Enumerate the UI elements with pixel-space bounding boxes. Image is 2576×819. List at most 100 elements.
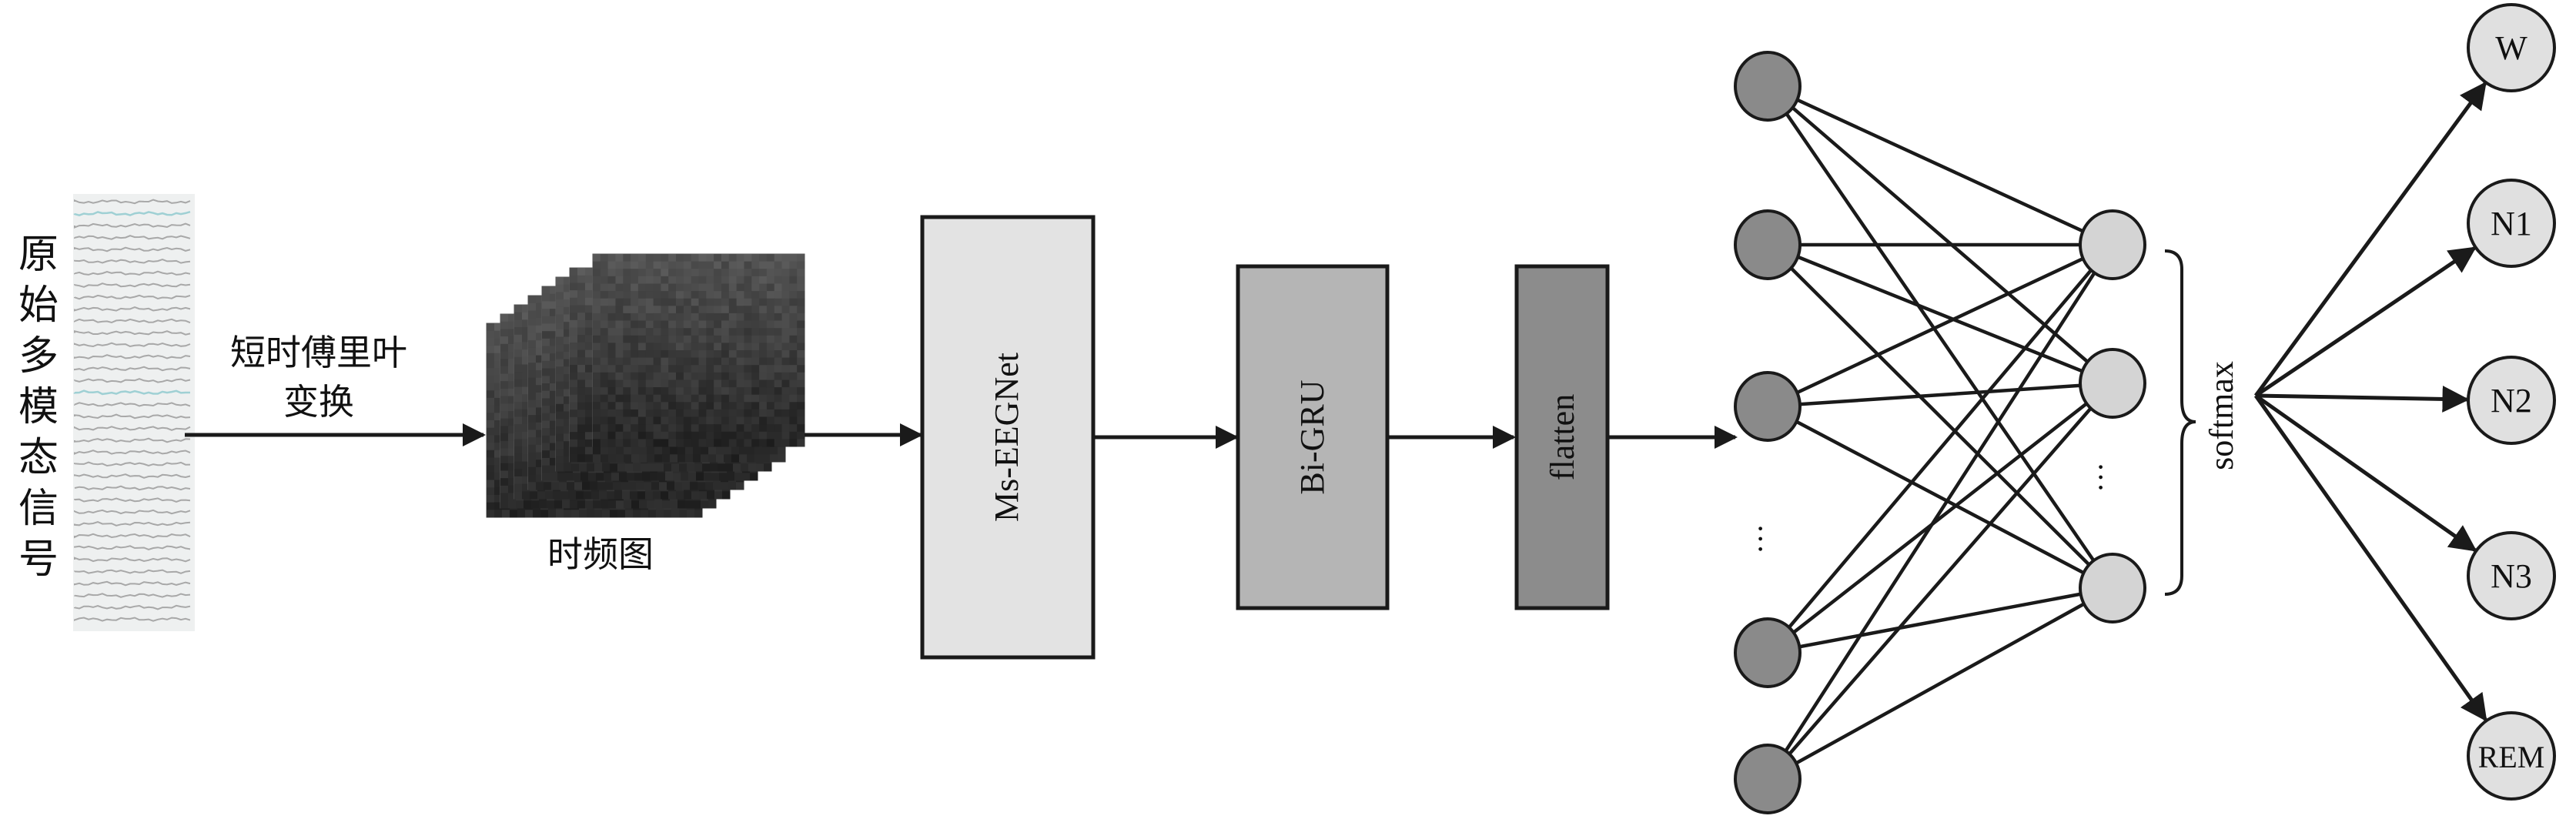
network-edge (1767, 84, 2113, 247)
signal-trace (74, 378, 191, 383)
hidden-layer-ellipsis: ··· (2083, 462, 2118, 493)
signal-trace (73, 389, 190, 396)
signal-trace (73, 210, 191, 217)
bigru-block (1236, 264, 1390, 610)
raw-signal-strip (73, 194, 195, 631)
hidden-neuron (2079, 209, 2146, 280)
network-edge (1767, 586, 2113, 655)
signal-trace (74, 557, 191, 563)
signal-trace (74, 545, 191, 550)
signal-trace (74, 402, 191, 407)
raw-signal-label: 原 始 多 模 态 信 号 (18, 232, 59, 583)
hidden-neuron (2079, 348, 2146, 419)
input-neuron (1734, 617, 1802, 688)
spectrogram-stack (486, 253, 805, 518)
stft-label-line1: 短时傅里叶 (230, 332, 407, 373)
signal-trace (74, 461, 191, 467)
network-edges (1766, 84, 2114, 781)
signal-trace (74, 282, 191, 288)
signal-trace (74, 306, 191, 312)
network-edge (1767, 242, 2113, 409)
softmax-label: softmax (2203, 361, 2240, 470)
output-arrows (2253, 81, 2487, 722)
output-label: N2 (2491, 382, 2532, 420)
raw-signal-char-4: 模 (18, 384, 59, 430)
signal-trace (74, 235, 191, 240)
output-arrow (2253, 394, 2487, 722)
signal-trace (74, 569, 191, 574)
signal-trace (74, 294, 191, 300)
flatten-block (1514, 264, 1610, 610)
output-arrow (2254, 393, 2477, 552)
network-edge (1766, 405, 2114, 590)
output-node-rem: REM (2467, 711, 2556, 801)
network-edge (1767, 381, 2113, 409)
signal-trace (74, 450, 191, 455)
input-neuron (1734, 209, 1802, 280)
output-node-n2: N2 (2467, 356, 2556, 445)
hidden-neuron (2079, 553, 2146, 623)
signal-trace (74, 473, 191, 479)
signal-trace (74, 533, 191, 539)
raw-signal-char-5: 态 (18, 435, 59, 481)
spectrogram-layer (592, 253, 805, 447)
output-node-n3: N3 (2467, 531, 2556, 620)
raw-signal-char-2: 始 (18, 282, 59, 329)
output-node-w: W (2467, 3, 2556, 92)
network-edge (1766, 382, 2114, 654)
output-arrow (2254, 246, 2477, 398)
spectrogram-label: 时频图 (547, 533, 654, 575)
signal-trace (74, 437, 191, 443)
output-label: N1 (2491, 205, 2532, 242)
signal-trace (74, 521, 191, 526)
network-edge (1766, 243, 2114, 590)
signal-trace (74, 259, 191, 264)
network-edge (1766, 85, 2114, 590)
network-input-nodes (1734, 51, 1802, 814)
signal-trace (74, 485, 191, 491)
signal-trace (74, 330, 191, 336)
raw-signal-char-7: 号 (18, 537, 59, 583)
output-arrow (2255, 385, 2470, 413)
signal-trace (74, 580, 191, 587)
signal-trace (74, 497, 191, 503)
network-edge (1766, 587, 2114, 781)
msnet-block (920, 215, 1096, 660)
network-edge (1766, 382, 2114, 781)
output-label: N3 (2491, 557, 2532, 595)
signal-trace (74, 509, 191, 515)
raw-signal-char-3: 多 (18, 333, 59, 379)
signal-trace (74, 426, 191, 431)
output-node-n1: N1 (2467, 179, 2556, 268)
input-neuron (1734, 744, 1802, 814)
signal-trace (74, 366, 191, 372)
stft-label-line2: 变换 (283, 381, 354, 423)
network-edge (1766, 243, 2114, 654)
output-label: REM (2478, 740, 2545, 774)
signal-trace (74, 413, 191, 420)
signal-trace (74, 199, 191, 205)
input-neuron (1734, 371, 1802, 442)
signal-trace (74, 342, 191, 348)
network-edge (1767, 242, 2113, 386)
raw-signal-char-6: 信 (18, 486, 59, 532)
output-arrow (2253, 81, 2487, 397)
input-neuron (1734, 51, 1802, 122)
signal-trace (74, 318, 191, 324)
network-edge (1766, 243, 2114, 781)
flatten-label: flatten (1544, 394, 1581, 480)
bigru-label: Bi-GRU (1293, 379, 1331, 494)
raw-signal-char-1: 原 (18, 232, 59, 278)
signal-trace (74, 354, 191, 359)
signal-trace (74, 617, 191, 622)
msnet-label: Ms-EEGNet (988, 353, 1025, 522)
softmax-brace (2164, 249, 2196, 596)
signal-trace (74, 246, 191, 252)
signal-trace (74, 604, 191, 610)
network-hidden-nodes (2079, 209, 2146, 623)
signal-trace (74, 222, 191, 229)
output-label: W (2495, 29, 2527, 67)
signal-trace (74, 270, 191, 276)
